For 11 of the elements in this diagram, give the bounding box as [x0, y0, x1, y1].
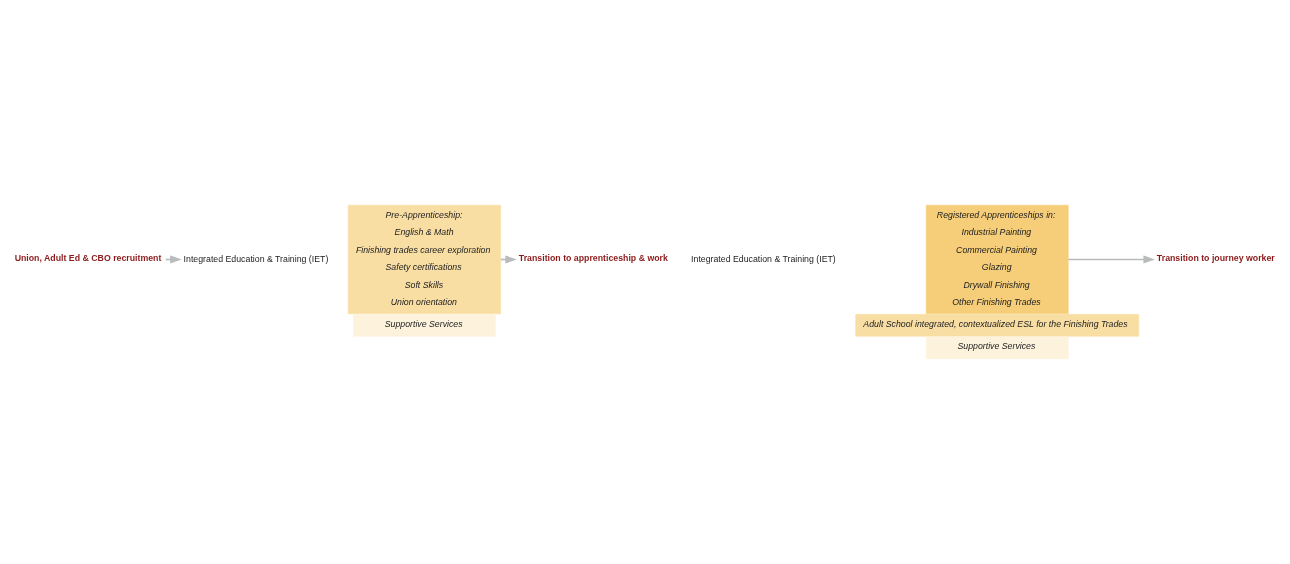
node-text: Integrated Education & Training (IET) [183, 253, 329, 264]
node-text: Integrated Education & Training (IET) [691, 253, 836, 264]
node-box: Supportive Services [353, 314, 496, 337]
node-text: Transition to apprenticeship & work [518, 253, 668, 264]
node-box: Registered Apprenticeships in: Industrial Painting Commercial Painting Glazing Drywall Finishing Other Finishing Trades [925, 204, 1069, 315]
node-box: Pre-Apprenticeship: English & Math Finishing trades career exploration Safety certifications Soft Skills Union orientation [347, 204, 501, 315]
arrow [1067, 255, 1155, 264]
node-text: Transition to journey worker [1156, 253, 1275, 264]
node-box: Supportive Services [925, 336, 1069, 360]
node-box: Adult School integrated, contextualized ESL for the Finishing Trades [855, 314, 1140, 337]
node-text: Union, Adult Ed & CBO recruitment [14, 253, 162, 264]
